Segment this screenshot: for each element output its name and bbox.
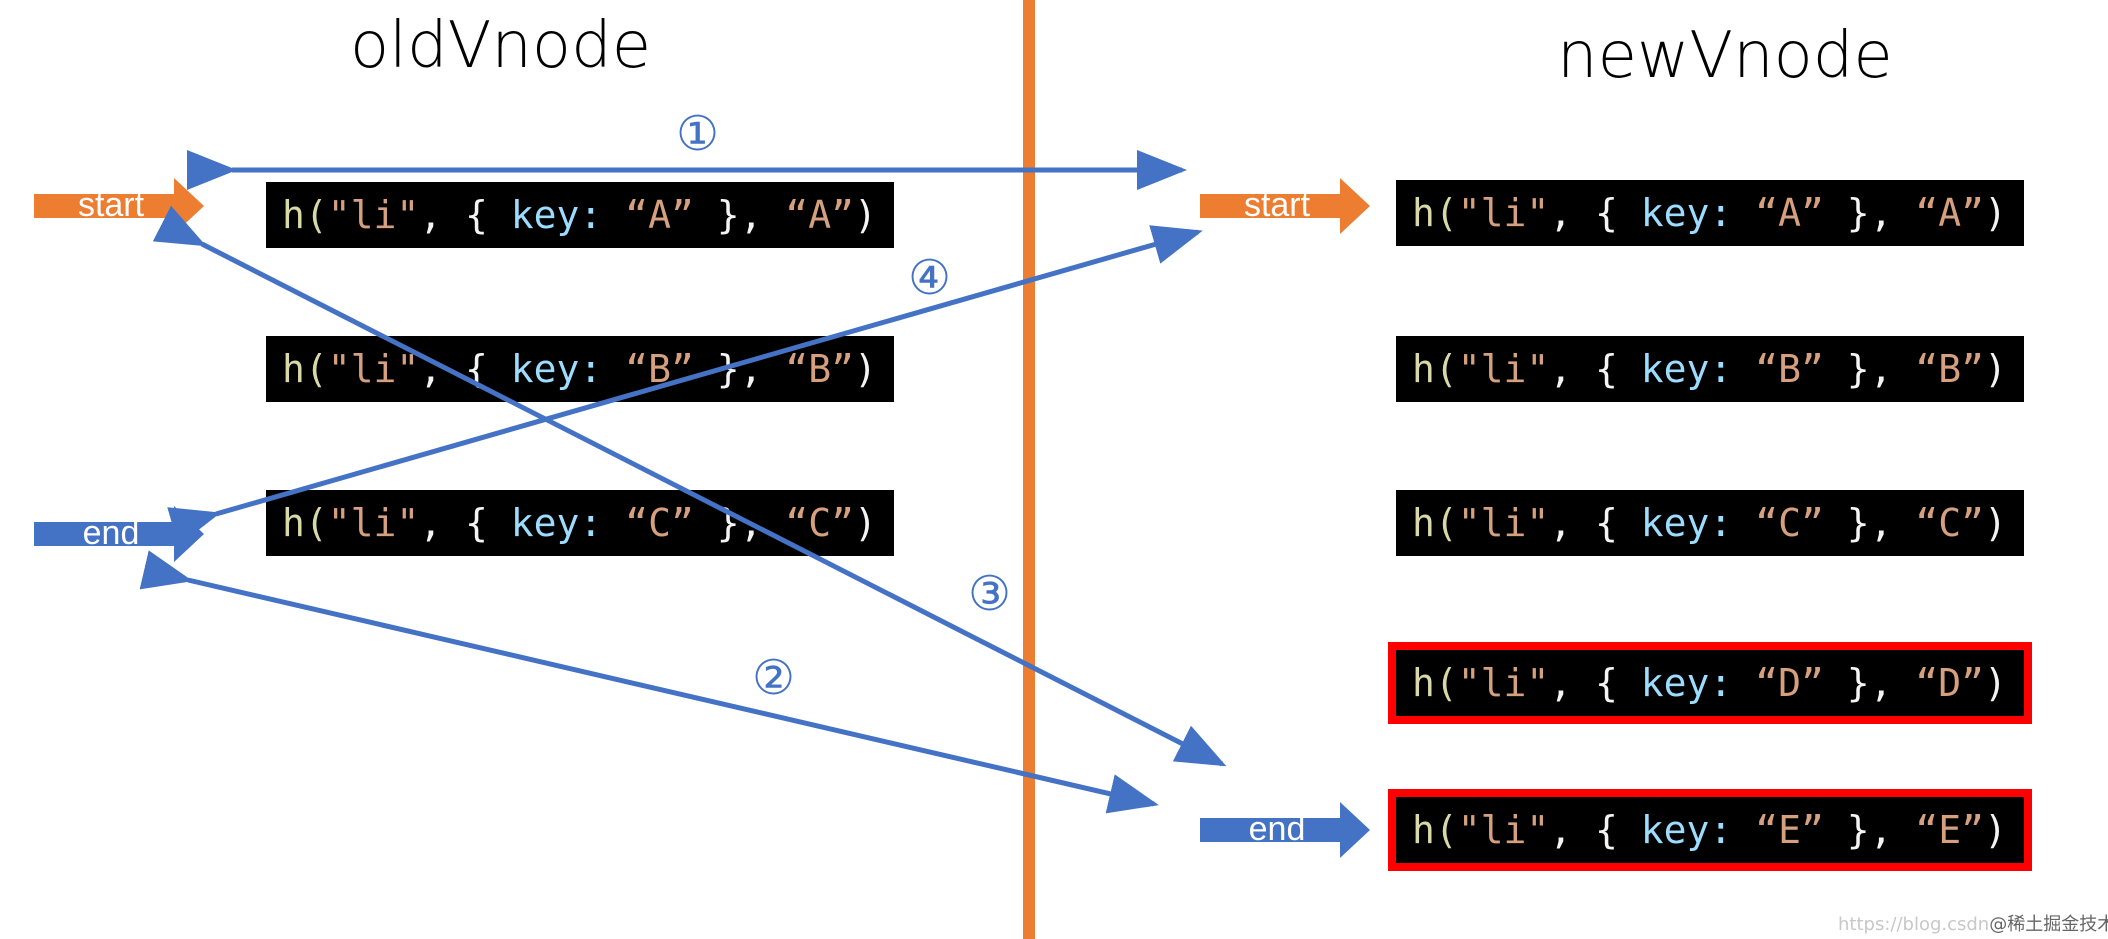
step-2-label: ② xyxy=(752,650,796,706)
step-4-label: ④ xyxy=(908,250,952,306)
new-node-b: h("li", { key: “B” }, “B”) xyxy=(1396,336,2024,402)
compare-arrow-3 xyxy=(152,205,1227,767)
old-start-arrow-icon xyxy=(34,178,204,234)
new-node-d-added: h("li", { key: “D” }, “D”) xyxy=(1388,642,2032,724)
new-start-label: start xyxy=(1243,186,1311,224)
new-end-pointer: end xyxy=(1200,802,1372,858)
new-end-arrow-icon xyxy=(1200,802,1370,858)
old-vnode-title: oldVnode xyxy=(350,9,652,83)
new-end-label: end xyxy=(1248,810,1306,848)
new-node-e-added: h("li", { key: “E” }, “E”) xyxy=(1388,789,2032,871)
new-start-pointer: start xyxy=(1200,178,1372,234)
step-3-label: ③ xyxy=(968,566,1012,622)
watermark: https://blog.csdn@稀土掘金技术社区 xyxy=(1838,914,2108,935)
old-end-arrow-icon xyxy=(34,506,204,562)
new-start-arrow-icon xyxy=(1200,178,1370,234)
new-vnode-title: newVnode xyxy=(1557,19,1893,93)
old-end-pointer: end xyxy=(34,506,206,562)
old-start-label: start xyxy=(77,186,145,224)
compare-arrow-4 xyxy=(167,225,1203,546)
new-node-a: h("li", { key: “A” }, “A”) xyxy=(1396,180,2024,246)
step-1-label: ① xyxy=(676,106,720,162)
new-node-c: h("li", { key: “C” }, “C”) xyxy=(1396,490,2024,556)
old-start-pointer: start xyxy=(34,178,206,234)
old-end-label: end xyxy=(82,514,140,552)
